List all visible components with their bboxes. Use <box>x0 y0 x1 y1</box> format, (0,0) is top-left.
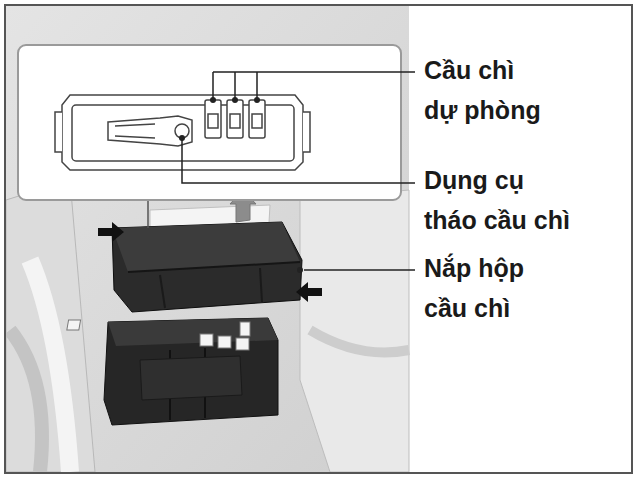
callout-label: Nắp hộp cầu chì <box>424 248 548 328</box>
callout-label: Dụng cụ tháo cầu chì <box>424 160 578 240</box>
callout-label: Cầu chì dự phòng <box>424 50 546 130</box>
